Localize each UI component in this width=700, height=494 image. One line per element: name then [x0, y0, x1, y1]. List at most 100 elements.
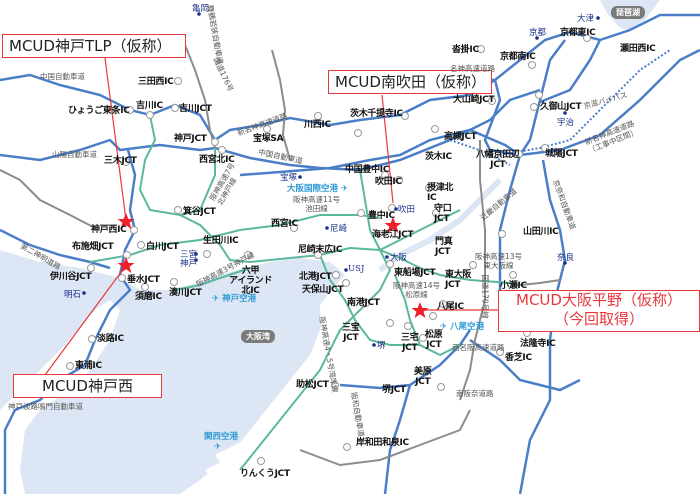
osaka-bay-label: 大阪湾	[241, 330, 275, 343]
city-dots	[82, 12, 600, 347]
city-label: 宇治	[557, 118, 575, 128]
callout-osaka-hirano-status: （今回取得）	[553, 310, 644, 328]
ic-label: 法隆寺IC	[520, 339, 556, 349]
osaka-bay-sea	[0, 250, 345, 494]
hanshin-expressway-network	[89, 114, 521, 471]
road-label: 阪神高速11号 池田線	[293, 195, 341, 213]
kansai-airport-island-2	[205, 455, 238, 476]
ic-label: 六甲 アイランド 北IC	[229, 266, 273, 296]
ic-label: 淡路IC	[97, 334, 124, 344]
city-label: 神戸	[180, 259, 198, 269]
ic-label: 豊中IC	[368, 211, 395, 221]
city-label: 大津	[577, 14, 595, 24]
road-label: 阪神高速14号 松原線	[393, 281, 441, 299]
road-label: 中国自動車道	[40, 72, 85, 81]
ic-label: 海老江JCT	[372, 230, 414, 240]
ic-label: りんくうJCT	[240, 469, 290, 479]
city-label: 明石	[64, 290, 82, 300]
ic-label: 小瀬IC	[500, 281, 527, 291]
ic-label: 須磨IC	[135, 292, 162, 302]
callout-leader-lines	[44, 57, 500, 376]
ic-label: 山田川IC	[523, 227, 559, 237]
ic-label: 三田西IC	[138, 77, 174, 87]
road-label: 神戸淡路鳴門自動車道	[8, 402, 83, 411]
ic-label: 宝塚SA	[253, 134, 284, 144]
airplane-icon: ✈	[214, 442, 222, 452]
awaji-island	[0, 300, 120, 494]
city-label: 堺	[377, 341, 386, 351]
ic-label: 中国豊中IC	[345, 165, 390, 175]
ic-label: 三宝 JCT	[342, 323, 360, 343]
ic-label: 尼崎末広IC	[298, 245, 343, 255]
airport-name: 神戸空港	[222, 294, 257, 304]
ic-label: 門真 JCT	[435, 237, 453, 257]
ic-label: 北港JCT	[299, 272, 332, 282]
star-icon-kobe-nishi	[117, 257, 135, 273]
ic-label: 瀬田西IC	[620, 44, 656, 54]
ic-label: 沓掛IC	[452, 45, 479, 55]
city-label: 京都	[529, 28, 547, 38]
city-label: 吹田	[398, 205, 416, 215]
star-icon-minami-suita	[384, 217, 402, 233]
ic-label: 伊川谷JCT	[50, 272, 92, 282]
ic-label: 守口 JCT	[434, 204, 452, 224]
airplane-icon: ✈	[440, 322, 448, 332]
ic-label: 助松JCT	[296, 380, 329, 390]
road-label: 西名阪高速道路	[452, 343, 505, 352]
kansai-airport-island	[215, 440, 250, 465]
ic-label: 吹田IC	[375, 177, 402, 187]
ic-label: 東大阪 JCT	[445, 270, 472, 290]
ic-label: 京都東IC	[560, 28, 596, 38]
airport-label: ✈ 神戸空港	[212, 292, 256, 304]
ic-label: 南港JCT	[347, 298, 380, 308]
lake-biwa-label: 琵琶湖	[611, 6, 645, 19]
ic-label: 白川JCT	[146, 242, 179, 252]
ic-label: 神戸西IC	[91, 225, 127, 235]
ic-label: 箕谷JCT	[183, 207, 216, 217]
city-label: 奈良	[557, 253, 575, 263]
ic-label: 東船場JCT	[394, 268, 436, 278]
star-icon-kobe-tlp	[117, 213, 135, 229]
star-icon-osaka-hirano	[411, 302, 429, 318]
ic-label: 湊川JCT	[169, 288, 202, 298]
callout-mcud-minami-suita: MCUD南吹田（仮称）	[328, 70, 492, 94]
airport-label: ✈ 八尾空港	[440, 320, 484, 332]
ic-label: 三宅 JCT	[401, 333, 419, 353]
road-label: 名神高速道路	[450, 64, 495, 73]
ic-label: 生田川IC	[203, 236, 239, 246]
ic-label: 吉川JCT	[179, 104, 212, 114]
ic-label: 摂津北 IC	[427, 183, 454, 203]
airplane-icon: ✈	[340, 184, 349, 194]
city-label: 大阪	[390, 253, 408, 263]
airport-label: 関西空港	[204, 432, 239, 442]
road-label: 国道170号線	[480, 274, 490, 319]
ic-label: 大山崎JCT	[453, 95, 495, 105]
ic-label: 天保山JCT	[302, 285, 344, 295]
ic-label: 垂水JCT	[127, 275, 160, 285]
callout-mcud-kobe-nishi: MCUD神戸西	[13, 374, 162, 398]
ic-label: 松原 JCT	[425, 330, 443, 350]
ic-label: 吉川IC	[136, 101, 163, 111]
ic-label: 八尾IC	[437, 302, 464, 312]
ic-label: 高槻JCT	[444, 132, 477, 142]
airport-name: 大阪国際空港	[287, 184, 339, 194]
ic-label: 美原 JCT	[414, 367, 432, 387]
city-label: 宝塚	[280, 173, 298, 183]
callout-mcud-kobe-tlp: MCUD神戸TLP（仮称）	[2, 34, 186, 58]
ic-label: 神戸JCT	[174, 134, 207, 144]
ic-label: 三木JCT	[104, 156, 137, 166]
city-label: 三宮	[180, 250, 198, 260]
ic-label: 東浦IC	[75, 361, 102, 371]
ic-label: 西宮IC	[271, 219, 298, 229]
ic-label: ひょうご東条IC	[68, 106, 130, 116]
ic-label: 城陽JCT	[545, 149, 578, 159]
shin-meishin-construction	[499, 49, 671, 156]
airport-label: 大阪国際空港 ✈	[287, 182, 348, 194]
callout-mcud-osaka-hirano: MCUD大阪平野（仮称） （今回取得）	[498, 290, 700, 332]
city-label: USJ	[348, 264, 365, 274]
city-label: 尼崎	[330, 224, 348, 234]
ic-label: 八幡京田辺 JCT	[476, 150, 520, 170]
ic-label: 茨木IC	[425, 152, 452, 162]
road-label: 南阪奈道路	[456, 389, 494, 398]
shin-meishin-dotted	[449, 139, 511, 166]
